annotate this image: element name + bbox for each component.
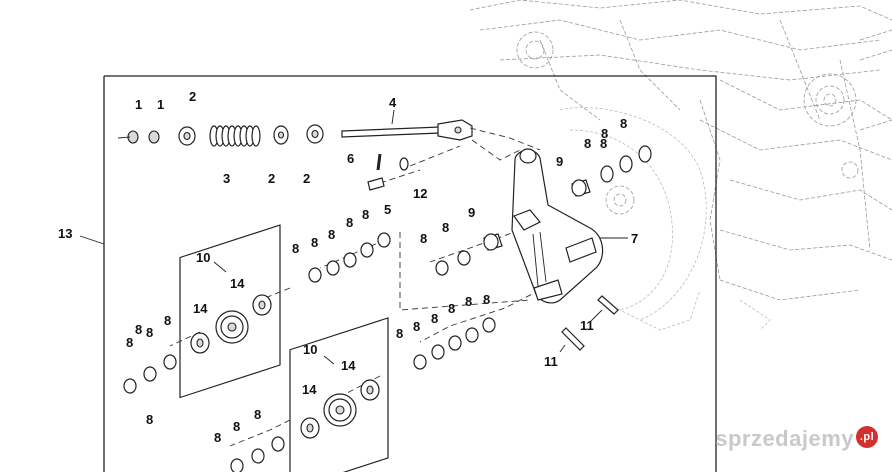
bushings [483,179,591,251]
callout-8: 8 [328,227,335,242]
washer-stacks [123,145,652,472]
callout-10: 10 [303,342,317,357]
callout-5: 5 [384,202,391,217]
callout-6: 6 [347,151,354,166]
sprocket-assembly-lower [300,379,380,439]
callout-8: 8 [584,136,591,151]
callout-8: 8 [420,231,427,246]
callout-8: 8 [146,325,153,340]
callout-7: 7 [631,231,638,246]
assembly-frame [103,75,717,472]
callout-12: 12 [413,186,427,201]
callout-11: 11 [580,318,594,333]
callout-3: 3 [223,171,230,186]
callout-8: 8 [620,116,627,131]
callout-labels: 1 1 2 2 2 3 4 5 6 7 12 13 8 8 8 8 8 8 8 … [58,89,638,445]
background-machine-frame [469,0,892,331]
callout-8: 8 [600,136,607,151]
callout-14: 14 [193,301,208,316]
callout-8: 8 [431,311,438,326]
callout-8: 8 [346,215,353,230]
callout-2: 2 [189,89,196,104]
callout-8: 8 [146,412,153,427]
tensioner-bracket [511,148,604,304]
sprocket-assembly-upper [190,294,272,354]
callout-8: 8 [135,322,142,337]
sprocket-group-box-lower [289,317,389,472]
callout-8: 8 [164,313,171,328]
top-row-parts [117,119,473,147]
callout-8: 8 [233,419,240,434]
spring [209,125,261,147]
callout-1: 1 [157,97,164,112]
callout-9: 9 [556,154,563,169]
callout-1: 1 [135,97,142,112]
callout-14: 14 [341,358,356,373]
callout-14: 14 [302,382,317,397]
callout-8: 8 [214,430,221,445]
callout-8: 8 [126,335,133,350]
callout-8: 8 [413,319,420,334]
callout-11: 11 [544,354,558,369]
callout-8: 8 [483,292,490,307]
callout-8: 8 [254,407,261,422]
small-hardware [367,153,409,191]
callout-8: 8 [396,326,403,341]
leader-lines [79,109,628,365]
callout-8: 8 [448,301,455,316]
callout-8: 8 [465,294,472,309]
sprocket-group-box-upper [179,224,281,399]
callout-8: 8 [362,207,369,222]
callout-13: 13 [58,226,72,241]
callout-2: 2 [268,171,275,186]
callout-8: 8 [311,235,318,250]
callout-8: 8 [442,220,449,235]
callout-8: 8 [292,241,299,256]
callout-14: 14 [230,276,245,291]
callout-8: 8 [601,126,608,141]
extension-springs [561,295,619,351]
callout-2: 2 [303,171,310,186]
callout-10: 10 [196,250,210,265]
watermark-badge-icon: .pl [856,426,878,448]
callout-4: 4 [389,95,397,110]
watermark-text: sprzedajemy [715,426,854,451]
callout-9: 9 [468,205,475,220]
watermark: sprzedajemy.pl [715,426,878,452]
tension-rod [341,119,473,141]
